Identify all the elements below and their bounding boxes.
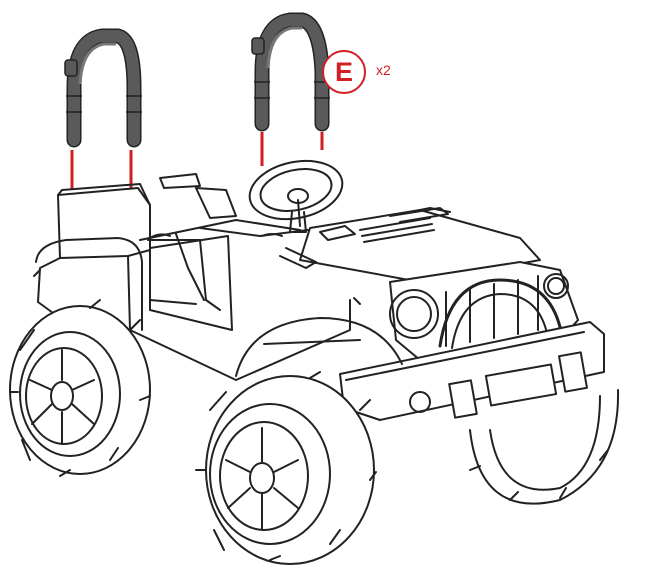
jeep-illustration xyxy=(9,159,620,565)
front-wheel xyxy=(195,371,377,565)
roll-bar-left xyxy=(64,28,142,148)
part-e-badge: E xyxy=(322,50,366,94)
part-letter: E xyxy=(334,56,353,87)
right-wheel xyxy=(469,389,620,505)
part-quantity: x2 xyxy=(376,62,391,78)
roll-bar-right xyxy=(251,12,330,132)
rear-wheel xyxy=(9,299,151,477)
